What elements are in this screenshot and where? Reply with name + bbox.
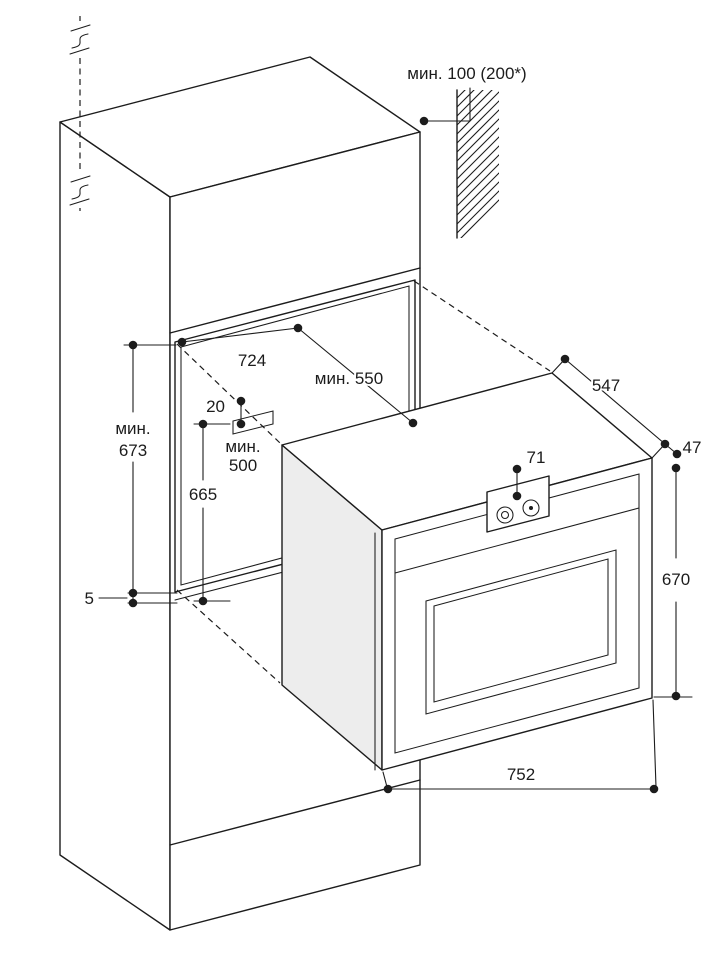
dimensions: мин. 100 (200*) 724 мин. 550 мин. 673 <box>83 62 703 794</box>
dim-label-appliance-width: 752 <box>507 765 535 784</box>
dim-front-overhang: 47 <box>664 436 703 459</box>
dim-label-cutout-depth-1: мин. <box>225 437 260 456</box>
knob-right-icon <box>522 499 540 517</box>
dim-label-wall-clearance: мин. 100 (200*) <box>407 64 526 83</box>
vent-cutout <box>232 410 274 435</box>
door-window-outer <box>425 549 617 715</box>
dim-label-appliance-depth: 547 <box>592 376 620 395</box>
dim-label-inner-height: 665 <box>189 485 217 504</box>
dim-niche-depth: мин. 550 <box>297 327 418 428</box>
dim-niche-height: мин. 673 <box>113 340 178 598</box>
dim-inner-height: 665 <box>187 419 231 606</box>
oven-front-frame <box>394 473 640 754</box>
upper-box-bottom-edge <box>169 267 421 334</box>
dim-appliance-depth: 547 <box>551 354 670 459</box>
dim-label-front-overhang: 47 <box>683 438 702 457</box>
control-panel-divider <box>394 507 640 574</box>
projection-lines <box>176 280 551 684</box>
dim-label-panel-offset: 71 <box>527 448 546 467</box>
break-symbol-icon <box>66 171 94 209</box>
dim-label-bottom-clearance: 5 <box>85 589 94 608</box>
cabinet-side-face <box>59 121 171 931</box>
dim-wall-clearance: мин. 100 (200*) <box>405 62 529 126</box>
knob-left-icon <box>496 506 514 524</box>
oven <box>281 372 653 771</box>
wall-continuation <box>66 16 94 212</box>
dim-niche-width: 724 <box>177 323 303 372</box>
oven-front-face <box>381 457 653 771</box>
dim-label-cutout-depth-2: 500 <box>229 456 257 475</box>
door-window-inner <box>433 558 609 703</box>
dim-label-niche-height-1: мин. <box>115 419 150 438</box>
dim-label-appliance-height: 670 <box>662 570 690 589</box>
wall-hatching <box>457 90 499 238</box>
dim-vent-cutout: 20 мин. 500 <box>204 395 263 477</box>
dim-appliance-width: 752 <box>382 699 659 794</box>
knob-right-marker-icon <box>529 506 533 510</box>
wall-section <box>456 89 499 239</box>
knob-left-ring-icon <box>500 510 510 520</box>
break-symbol-icon <box>66 20 94 58</box>
dim-label-cutout-offset: 20 <box>206 397 225 416</box>
dim-panel-offset: 71 <box>512 446 547 501</box>
dim-label-niche-height-2: 673 <box>119 441 147 460</box>
dim-appliance-height: 670 <box>653 463 693 701</box>
plinth-edge <box>169 779 421 846</box>
dim-label-niche-depth: мин. 550 <box>315 369 383 388</box>
dim-label-niche-width: 724 <box>238 351 266 370</box>
dim-bottom-clearance: 5 <box>83 587 178 610</box>
